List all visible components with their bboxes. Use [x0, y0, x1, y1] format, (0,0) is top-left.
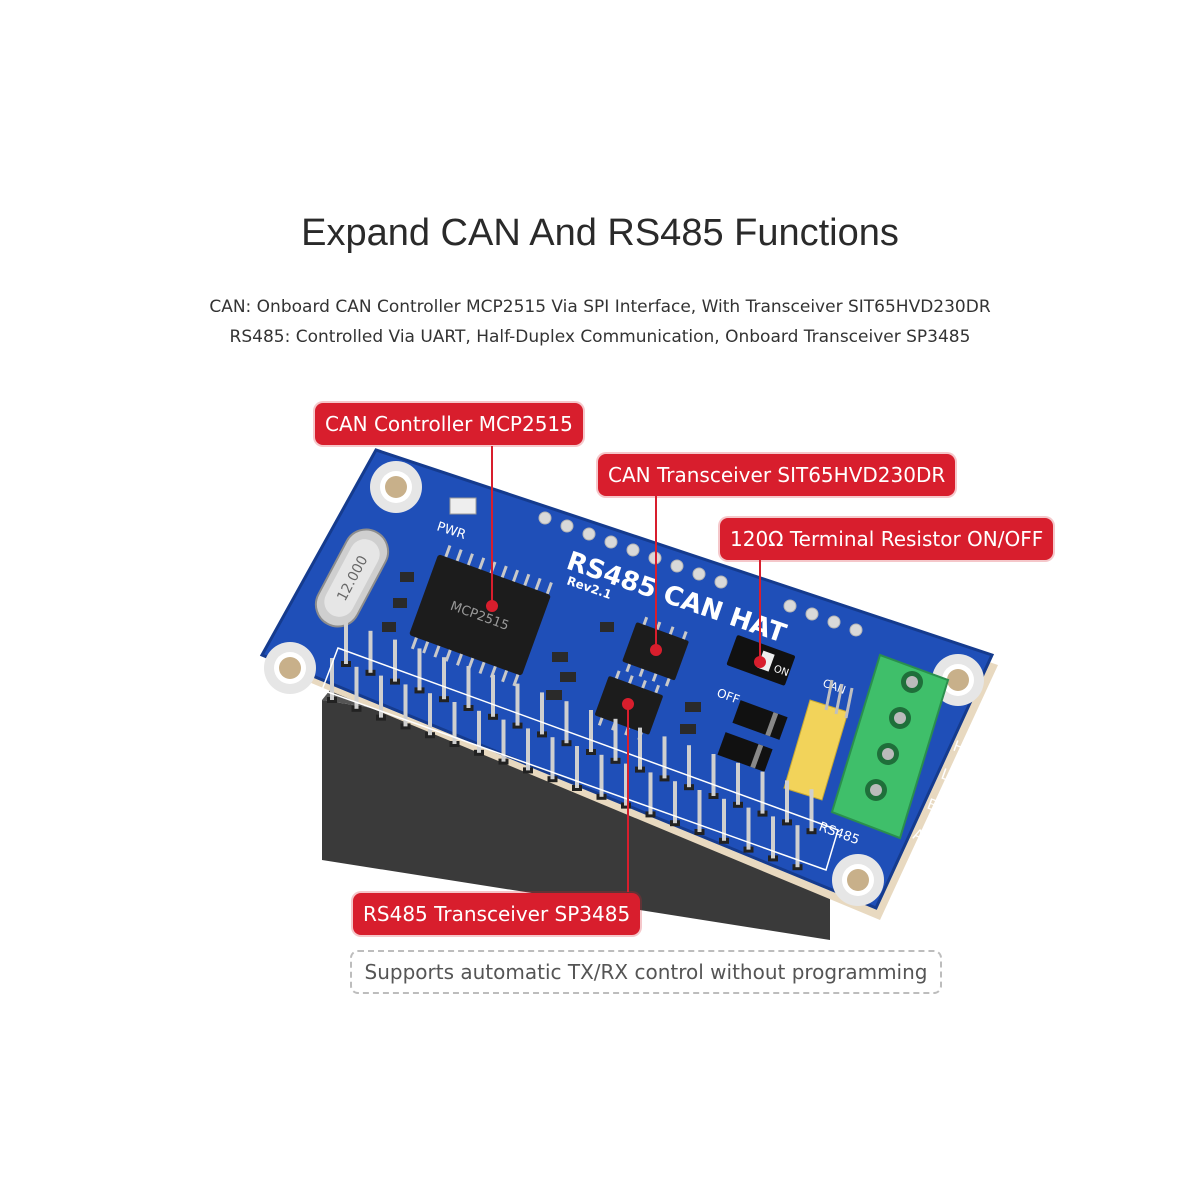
pwr-led: [449, 497, 477, 515]
mcp2515-chip: MCP2515: [409, 545, 553, 687]
switch-on-label: ON: [772, 664, 790, 680]
callout-leaders: [486, 446, 766, 892]
callout-rs485-transceiver: RS485 Transceiver SP3485: [353, 893, 641, 935]
passive-components: [382, 572, 701, 734]
mounting-hole-top-left: [370, 461, 422, 513]
can-description: CAN: Onboard CAN Controller MCP2515 Via …: [209, 297, 991, 317]
crystal-oscillator: 12.000: [314, 528, 390, 628]
page-title: Expand CAN And RS485 Functions: [301, 212, 899, 254]
gpio-silk-outline: [321, 647, 839, 871]
screw-terminal-block: [830, 653, 950, 840]
mounting-hole-bottom-right: [832, 854, 884, 906]
rs485-description: RS485: Controlled Via UART, Half-Duplex …: [229, 327, 971, 347]
via-row: [538, 511, 863, 637]
tvs-diodes: [717, 700, 788, 772]
auto-txrx-note: Supports automatic TX/RX control without…: [350, 950, 942, 994]
gpio-pins: [327, 622, 817, 871]
mounting-hole-bottom-left: [264, 642, 316, 694]
callout-can-transceiver: CAN Transceiver SIT65HVD230DR: [598, 454, 956, 496]
callout-can-controller: CAN Controller MCP2515: [315, 403, 583, 445]
yellow-jumper-header: [783, 679, 854, 801]
callout-terminal-resistor: 120Ω Terminal Resistor ON/OFF: [720, 518, 1054, 560]
